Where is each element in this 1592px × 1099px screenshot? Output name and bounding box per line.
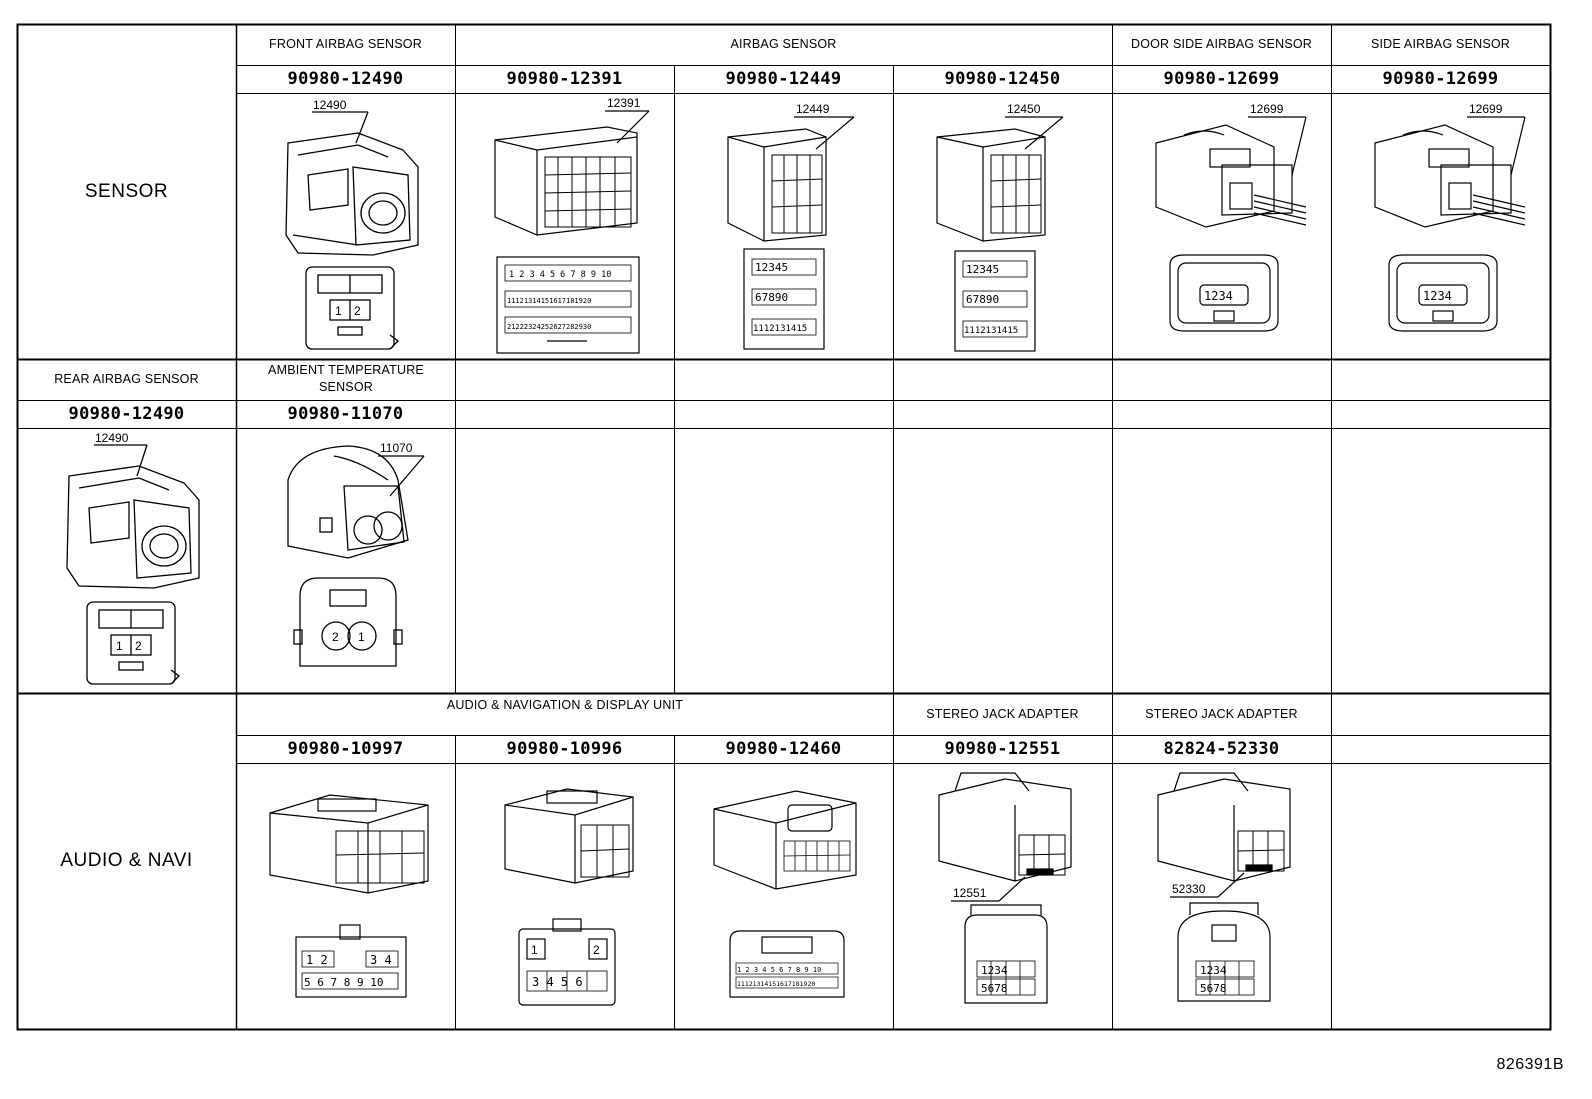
svg-text:5678: 5678: [1200, 982, 1227, 995]
svg-text:1 2 3 4 5 6 7 8 9 10: 1 2 3 4 5 6 7 8 9 10: [509, 270, 611, 280]
row-label-audio-navi: AUDIO & NAVI: [60, 850, 193, 871]
connector-drawing-11070: 11070 2 1: [238, 430, 453, 692]
svg-text:1234: 1234: [1200, 964, 1227, 977]
figure-code: 826391B: [1496, 1056, 1564, 1073]
callout-label: 12449: [796, 102, 830, 116]
connector-drawing-12551: 12551 1234 5678: [895, 765, 1110, 1027]
svg-text:5678: 5678: [981, 982, 1008, 995]
svg-text:2: 2: [332, 630, 339, 644]
part-number: 90980-12490: [287, 69, 404, 89]
svg-text:2: 2: [135, 639, 142, 653]
callout-label: 12699: [1250, 102, 1284, 116]
svg-text:1234: 1234: [1423, 289, 1452, 303]
svg-text:12345: 12345: [966, 263, 999, 276]
connector-drawing-12449: 12449 12345 67890 1112131415: [676, 95, 891, 358]
svg-text:21222324252627282930: 21222324252627282930: [507, 323, 591, 331]
callout-label: 12391: [607, 96, 641, 110]
title-side-airbag-sensor: SIDE AIRBAG SENSOR: [1370, 37, 1511, 51]
title-audio-navigation-display-unit: AUDIO & NAVIGATION & DISPLAY UNIT: [446, 698, 684, 712]
svg-text:3 4 5 6: 3 4 5 6: [532, 975, 583, 989]
connector-drawing-12699-side: 12699 1234: [1333, 95, 1548, 358]
callout-label: 52330: [1172, 882, 1206, 896]
svg-text:1: 1: [335, 304, 342, 318]
title-rear-airbag-sensor: REAR AIRBAG SENSOR: [54, 372, 199, 386]
svg-text:67890: 67890: [755, 291, 788, 304]
title-stereo-jack-adapter: STEREO JACK ADAPTER: [1145, 707, 1298, 721]
svg-text:2: 2: [593, 943, 600, 957]
svg-text:1: 1: [531, 943, 538, 957]
title-front-airbag-sensor: FRONT AIRBAG SENSOR: [269, 37, 422, 51]
title-airbag-sensor: AIRBAG SENSOR: [730, 37, 837, 51]
svg-text:1 2: 1 2: [306, 953, 328, 967]
svg-text:11121314151617181920: 11121314151617181920: [737, 980, 815, 988]
svg-text:1 2 3 4 5 6 7 8 9 10: 1 2 3 4 5 6 7 8 9 10: [737, 966, 821, 974]
part-number: 90980-12449: [725, 69, 842, 89]
svg-text:1234: 1234: [981, 964, 1008, 977]
callout-label: 12699: [1469, 102, 1503, 116]
connector-drawing-52330: 52330 1234 5678: [1114, 765, 1329, 1027]
connector-drawing-12450: 12450 12345 67890 1112131415: [895, 95, 1110, 358]
svg-text:5 6 7 8 9 10: 5 6 7 8 9 10: [304, 976, 383, 989]
part-number: 90980-12391: [506, 69, 623, 89]
svg-text:11121314151617181920: 11121314151617181920: [507, 297, 591, 305]
connector-drawing-10997: 1 2 3 4 5 6 7 8 9 10: [238, 765, 453, 1027]
title-ambient-temperature-sensor: AMBIENT TEMPERATURE SENSOR: [268, 363, 424, 394]
callout-label: 12450: [1007, 102, 1041, 116]
part-number: 82824-52330: [1163, 739, 1280, 759]
part-number: 90980-12460: [725, 739, 842, 759]
connector-drawing-12460: 1 2 3 4 5 6 7 8 9 10 1112131415161718192…: [676, 765, 891, 1027]
svg-text:1112131415: 1112131415: [753, 324, 807, 334]
svg-text:2: 2: [354, 304, 361, 318]
svg-text:1: 1: [116, 639, 123, 653]
svg-text:3 4: 3 4: [370, 953, 392, 967]
part-number: 90980-10997: [287, 739, 404, 759]
svg-text:1234: 1234: [1204, 289, 1233, 303]
part-number: 90980-12699: [1163, 69, 1280, 89]
connector-drawing-12391: 12391 1 2 3 4 5 6 7 8 9 10 1112131415161…: [457, 95, 672, 358]
connector-drawing-12490-rear: 12490 1 2: [19, 430, 234, 692]
connector-drawing-12490-front: 12490 1 2: [238, 95, 453, 358]
connector-drawing-12699-door: 12699 1234: [1114, 95, 1329, 358]
part-number: 90980-12699: [1382, 69, 1499, 89]
svg-text:67890: 67890: [966, 293, 999, 306]
callout-label: 12490: [313, 98, 347, 112]
part-number: 90980-12551: [944, 739, 1061, 759]
callout-label: 12551: [953, 886, 987, 900]
callout-label: 11070: [380, 441, 413, 455]
connector-drawing-10996: 1 2 3 4 5 6: [457, 765, 672, 1027]
svg-text:1112131415: 1112131415: [964, 326, 1018, 336]
title-stereo-jack-adapter: STEREO JACK ADAPTER: [926, 707, 1079, 721]
title-door-side-airbag-sensor: DOOR SIDE AIRBAG SENSOR: [1130, 37, 1313, 51]
svg-text:1: 1: [358, 630, 365, 644]
part-number: 90980-11070: [287, 404, 404, 424]
part-number: 90980-12490: [68, 404, 185, 424]
part-number: 90980-12450: [944, 69, 1061, 89]
callout-label: 12490: [95, 431, 129, 445]
part-number: 90980-10996: [506, 739, 623, 759]
row-label-sensor: SENSOR: [84, 181, 169, 202]
svg-text:12345: 12345: [755, 261, 788, 274]
